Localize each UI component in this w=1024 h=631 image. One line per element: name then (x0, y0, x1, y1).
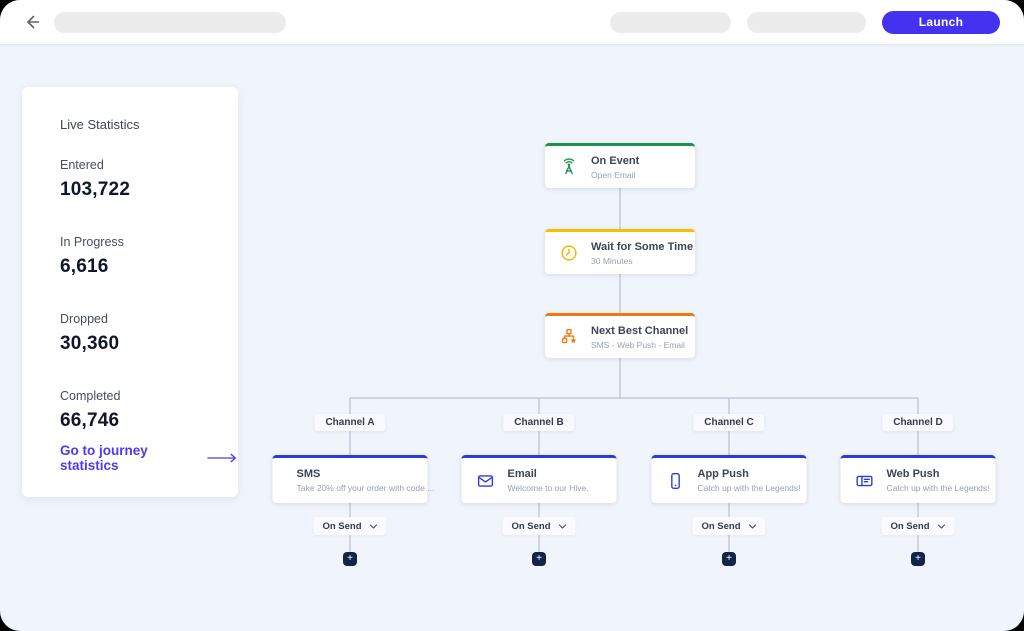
live-statistics-title: Live Statistics (60, 117, 140, 132)
on-send-label: On Send (322, 520, 362, 532)
long-right-arrow-icon (207, 453, 236, 463)
antenna-icon (563, 158, 575, 175)
journey-title-skeleton (54, 11, 286, 33)
on-send-dropdown[interactable]: On Send (502, 517, 576, 535)
node-email[interactable]: Email Welcome to our Hive. (461, 455, 617, 503)
node-next-best-channel[interactable]: Next Best Channel SMS - Web Push - Email (545, 313, 695, 358)
skeleton-pill (747, 11, 866, 33)
live-statistics-panel: Live Statistics Entered 103,722 In Progr… (22, 87, 238, 497)
back-arrow-icon (27, 15, 40, 29)
stat-value: 6,616 (60, 256, 109, 277)
stat-label: Entered (60, 158, 104, 172)
node-title: SMS (296, 468, 321, 480)
app-push-icon (671, 472, 680, 489)
on-send-dropdown[interactable]: On Send (313, 517, 387, 535)
node-subtitle: Welcome to our Hive. (507, 483, 589, 493)
node-title: Next Best Channel (591, 324, 689, 337)
branch-label-channel-a: Channel A (314, 414, 386, 431)
on-send-dropdown[interactable]: On Send (881, 517, 955, 535)
node-subtitle: Take 20% off your order with code ... (296, 483, 435, 493)
clock-icon (561, 245, 577, 261)
stat-label: Dropped (60, 312, 108, 326)
on-send-label: On Send (701, 520, 741, 532)
stat-dropped: Dropped 30,360 (60, 312, 218, 355)
hierarchy-star-icon (561, 328, 577, 344)
launch-button[interactable]: Launch (882, 10, 1000, 34)
add-node-button[interactable]: + (911, 552, 925, 566)
node-subtitle: Open Email (591, 169, 636, 180)
on-send-label: On Send (511, 520, 551, 532)
chevron-down-icon (558, 523, 567, 529)
node-subtitle: SMS - Web Push - Email (591, 339, 685, 350)
node-subtitle: Catch up with the Legends! (697, 483, 801, 493)
topbar: Launch (0, 0, 1024, 44)
node-title: Web Push (886, 468, 940, 480)
journey-statistics-link[interactable]: Go to journey statistics (60, 443, 238, 473)
add-node-button[interactable]: + (532, 552, 546, 566)
on-send-dropdown[interactable]: On Send (692, 517, 766, 535)
chevron-down-icon (748, 523, 757, 529)
email-icon (477, 474, 494, 487)
stat-completed: Completed 66,746 (60, 389, 218, 432)
skeleton-pill (610, 11, 731, 33)
stat-value: 30,360 (60, 333, 120, 354)
node-subtitle: Catch up with the Legends! (886, 483, 990, 493)
back-button[interactable] (24, 13, 42, 31)
stat-in-progress: In Progress 6,616 (60, 235, 218, 278)
stat-label: In Progress (60, 235, 124, 249)
journey-statistics-link-label: Go to journey statistics (60, 443, 148, 473)
branch-label-channel-c: Channel C (693, 414, 765, 431)
node-wait[interactable]: Wait for Some Time 30 Minutes (545, 229, 695, 274)
node-title: Wait for Some Time (591, 240, 694, 253)
branch-label-channel-b: Channel B (503, 414, 575, 431)
node-web-push[interactable]: Web Push Catch up with the Legends! (840, 455, 996, 503)
stat-label: Completed (60, 389, 121, 403)
node-subtitle: 30 Minutes (591, 255, 633, 266)
web-push-icon (856, 475, 873, 486)
node-title: Email (507, 468, 537, 480)
stat-entered: Entered 103,722 (60, 158, 218, 201)
node-app-push[interactable]: App Push Catch up with the Legends! (651, 455, 807, 503)
branch-label-channel-d: Channel D (882, 414, 954, 431)
add-node-button[interactable]: + (722, 552, 736, 566)
topbar-actions: Launch (610, 10, 1000, 34)
add-node-button[interactable]: + (343, 552, 357, 566)
stat-value: 66,746 (60, 410, 120, 431)
chevron-down-icon (369, 523, 378, 529)
on-send-label: On Send (890, 520, 930, 532)
node-on-event[interactable]: On Event Open Email (545, 143, 695, 188)
stat-value: 103,722 (60, 179, 131, 200)
node-sms[interactable]: SMS Take 20% off your order with code ..… (272, 455, 434, 503)
node-title: On Event (591, 154, 640, 167)
node-title: App Push (697, 468, 749, 480)
chevron-down-icon (937, 523, 946, 529)
